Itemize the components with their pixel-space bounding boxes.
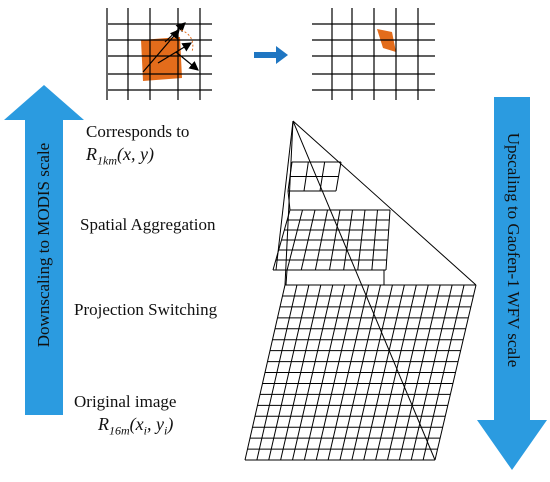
orange-block: [141, 37, 182, 81]
upscaling-arrow: [477, 97, 547, 470]
pyramid-edge: [275, 120, 294, 271]
top-left-grid: [106, 8, 212, 100]
downscaling-label: Downscaling to MODIS scale: [34, 142, 53, 348]
pyramid-edge: [292, 120, 477, 286]
layer-connector: [285, 269, 288, 286]
dashed-outline: [180, 29, 194, 53]
r16m-formula: R16m(xi, yi): [98, 414, 174, 438]
scale-arrows: [4, 85, 547, 470]
transition-arrow-shape: [254, 46, 288, 64]
projection-pyramid: [244, 120, 477, 461]
layer-connector: [287, 190, 291, 211]
projection-label: Projection Switching: [74, 300, 218, 319]
r1km-formula: R1km(x, y): [86, 144, 154, 168]
vector-arrow: [157, 42, 193, 64]
upscaling-label: Upscaling to Gaofen-1 WFV scale: [504, 132, 523, 368]
original-label: Original image: [74, 392, 177, 411]
vector-arrow: [142, 29, 180, 73]
transition-arrow: [254, 46, 288, 64]
vector-arrow: [175, 51, 199, 71]
pyramid-edge: [292, 120, 436, 461]
corresponds-label: Corresponds to: [86, 122, 190, 141]
vector-arrow: [164, 22, 186, 43]
aggregation-label: Spatial Aggregation: [80, 215, 216, 234]
top-right-grid: [312, 8, 435, 100]
downscaling-arrow: [4, 85, 84, 415]
